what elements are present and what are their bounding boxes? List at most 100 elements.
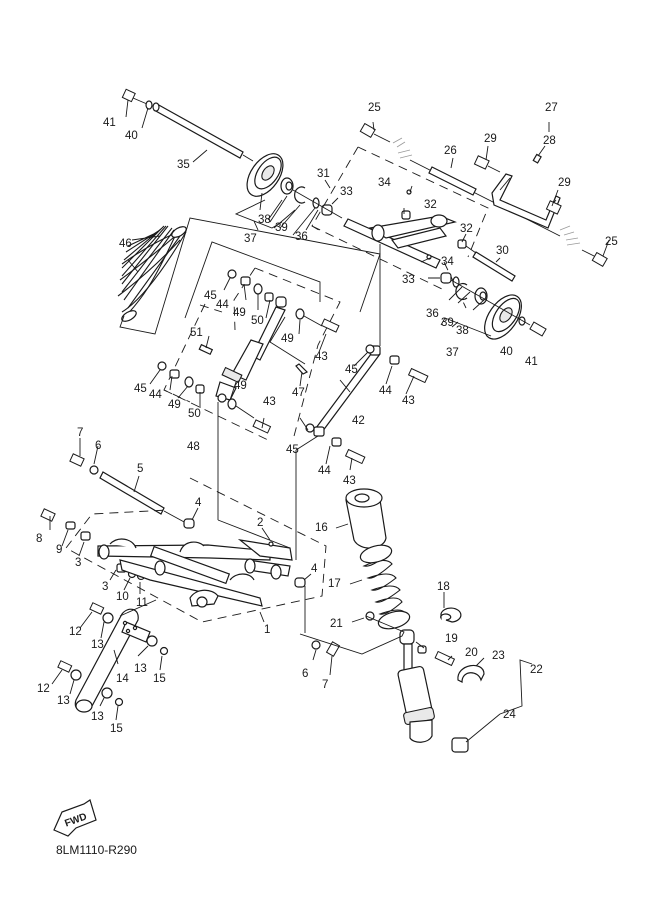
callout-29[interactable]: 29 (558, 177, 571, 189)
callout-23[interactable]: 23 (492, 650, 505, 662)
shock-absorber-body[interactable] (215, 296, 287, 403)
callout-13[interactable]: 13 (91, 711, 104, 723)
callout-20[interactable]: 20 (465, 647, 478, 659)
valve-47[interactable] (295, 363, 309, 375)
callout-49[interactable]: 49 (233, 307, 246, 319)
pin-51[interactable] (198, 343, 214, 356)
shaft-35[interactable] (152, 102, 254, 162)
callout-32[interactable]: 32 (460, 223, 473, 235)
bolt-43-rod-upper[interactable] (407, 367, 429, 384)
callout-44[interactable]: 44 (379, 385, 392, 397)
callout-39[interactable]: 39 (275, 222, 288, 234)
callout-37[interactable]: 37 (244, 233, 257, 245)
callout-49[interactable]: 49 (168, 399, 181, 411)
collar-32-upper[interactable] (401, 210, 411, 220)
callout-43[interactable]: 43 (263, 396, 276, 408)
callout-50[interactable]: 50 (188, 408, 201, 420)
callout-51[interactable]: 51 (190, 327, 203, 339)
callout-13[interactable]: 13 (57, 695, 70, 707)
callout-17[interactable]: 17 (328, 578, 341, 590)
callout-16[interactable]: 16 (315, 522, 328, 534)
bolt-29-left[interactable] (473, 155, 501, 173)
callout-45[interactable]: 45 (204, 290, 217, 302)
callout-8[interactable]: 8 (36, 533, 42, 545)
callout-44[interactable]: 44 (216, 299, 229, 311)
callout-3[interactable]: 3 (75, 557, 81, 569)
callout-36[interactable]: 36 (295, 231, 308, 243)
bolt-12-upper[interactable] (89, 602, 105, 615)
washer-13-d[interactable] (101, 687, 113, 699)
collar-32-lower[interactable] (457, 239, 467, 249)
callout-12[interactable]: 12 (69, 626, 82, 638)
washer-40-left[interactable] (145, 100, 153, 110)
bolt-43-lower[interactable] (235, 405, 272, 434)
bearing-38-right[interactable] (474, 287, 488, 305)
callout-40[interactable]: 40 (125, 130, 138, 142)
callout-50[interactable]: 50 (251, 315, 264, 327)
washer-6-lower[interactable] (311, 640, 321, 650)
callout-3[interactable]: 3 (102, 581, 108, 593)
callout-46[interactable]: 46 (119, 238, 132, 250)
callout-21[interactable]: 21 (330, 618, 343, 630)
washer-6-upper[interactable] (89, 465, 99, 475)
nut-15-a[interactable] (159, 646, 169, 656)
nut-15-b[interactable] (114, 697, 124, 707)
callout-27[interactable]: 27 (545, 102, 558, 114)
nut-45-rod-upper[interactable] (365, 344, 375, 354)
bushing-49-lower-a[interactable] (184, 376, 194, 388)
bearing-38-left[interactable] (280, 177, 294, 195)
strap-14[interactable] (74, 608, 151, 713)
washer-13-a[interactable] (102, 612, 114, 624)
bolt-25-right[interactable] (581, 249, 608, 268)
callout-37[interactable]: 37 (446, 347, 459, 359)
callout-33[interactable]: 33 (402, 274, 415, 286)
callout-14[interactable]: 14 (116, 673, 129, 685)
bushing-3-upper[interactable] (80, 531, 91, 541)
bolt-7-lower[interactable] (325, 641, 341, 657)
callout-15[interactable]: 15 (153, 673, 166, 685)
idler-wheel-37-left[interactable] (240, 147, 290, 202)
callout-33[interactable]: 33 (340, 186, 353, 198)
callout-4[interactable]: 4 (311, 563, 318, 575)
callout-45[interactable]: 45 (345, 364, 358, 376)
callout-40[interactable]: 40 (500, 346, 513, 358)
callout-44[interactable]: 44 (318, 465, 331, 477)
grease-nipple-2[interactable] (268, 541, 274, 547)
collar-33-right[interactable] (440, 272, 452, 284)
callout-9[interactable]: 9 (56, 544, 62, 556)
collar-44-rod-upper[interactable] (389, 355, 400, 365)
callout-39[interactable]: 39 (441, 317, 454, 329)
callout-13[interactable]: 13 (134, 663, 147, 675)
bolt-41-right[interactable] (529, 321, 547, 337)
callout-28[interactable]: 28 (543, 135, 556, 147)
callout-41[interactable]: 41 (525, 356, 538, 368)
shaft-30[interactable] (472, 251, 516, 282)
callout-42[interactable]: 42 (352, 415, 365, 427)
callout-34[interactable]: 34 (378, 177, 391, 189)
bolt-12-lower[interactable] (57, 660, 73, 673)
callout-38[interactable]: 38 (258, 214, 271, 226)
callout-11[interactable]: 11 (136, 597, 148, 609)
washer-13-c[interactable] (70, 669, 82, 681)
callout-19[interactable]: 19 (445, 633, 458, 645)
callout-22[interactable]: 22 (530, 664, 543, 676)
rear-arm-1[interactable] (97, 538, 293, 608)
callout-47[interactable]: 47 (292, 387, 305, 399)
callout-30[interactable]: 30 (496, 245, 509, 257)
callout-15[interactable]: 15 (110, 723, 123, 735)
collar-50-upper[interactable] (264, 292, 274, 302)
nut-45-lower[interactable] (157, 361, 167, 371)
collar-18[interactable] (440, 607, 462, 623)
front-arm-31[interactable] (343, 214, 457, 269)
callout-6[interactable]: 6 (302, 668, 308, 680)
callout-1[interactable]: 1 (264, 624, 270, 636)
callout-38[interactable]: 38 (456, 325, 469, 337)
nut-45-upper[interactable] (227, 269, 237, 279)
grease-nipple-28[interactable] (532, 153, 542, 164)
callout-36[interactable]: 36 (426, 308, 439, 320)
callout-18[interactable]: 18 (437, 581, 450, 593)
ring-23[interactable] (457, 664, 485, 683)
callout-4[interactable]: 4 (195, 497, 202, 509)
spring-46[interactable] (117, 225, 188, 324)
callout-32[interactable]: 32 (424, 199, 437, 211)
